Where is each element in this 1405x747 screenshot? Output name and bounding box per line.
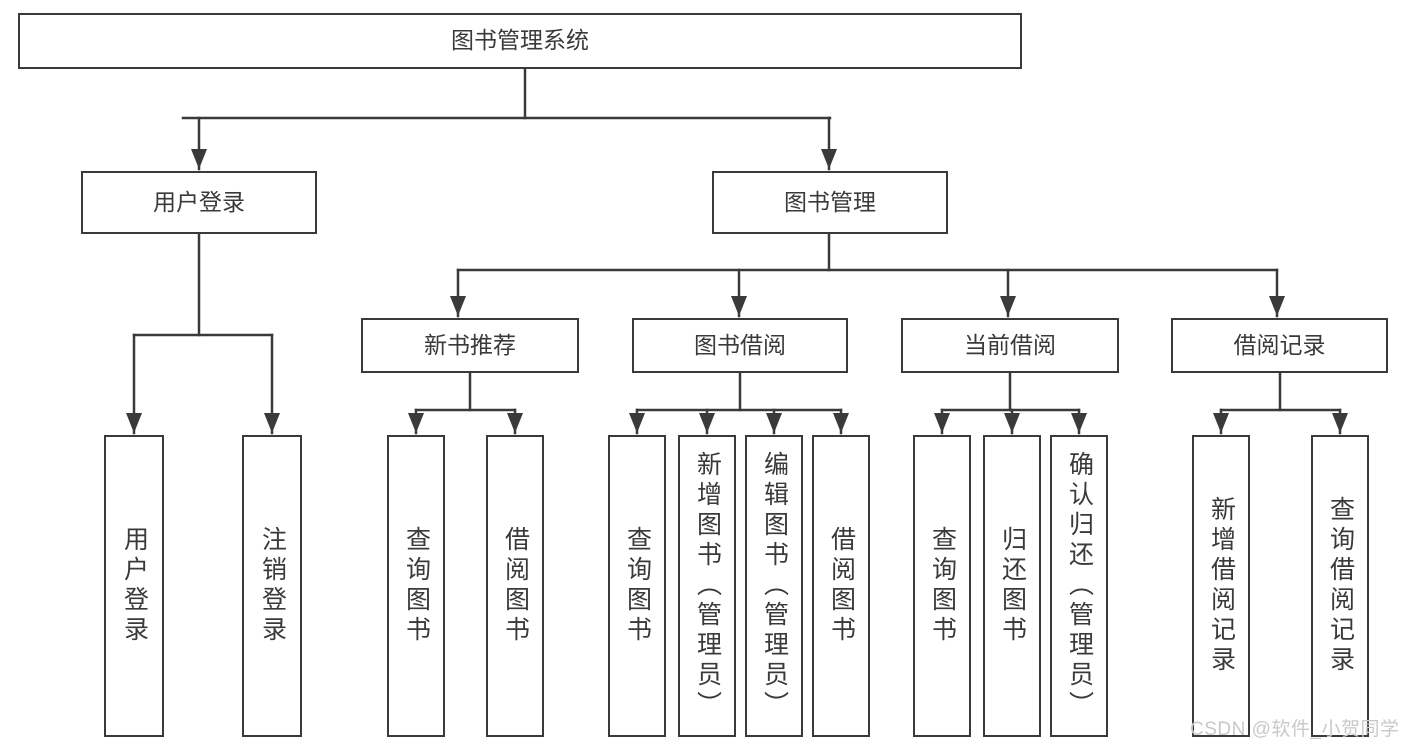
- node-leaf-query-borrow-record[interactable]: 查询借阅记录: [1311, 435, 1369, 737]
- arrowhead-borrow-record-children-0: [1213, 413, 1229, 433]
- arrowhead-root-to-level1-0: [191, 149, 207, 169]
- arrowhead-current-borrow-children-1: [1004, 413, 1020, 433]
- node-label: 注销登录: [258, 526, 287, 646]
- node-borrow-record[interactable]: 借阅记录: [1171, 318, 1388, 373]
- node-leaf-logout[interactable]: 注销登录: [242, 435, 302, 737]
- arrowhead-current-borrow-children-2: [1071, 413, 1087, 433]
- arrowhead-current-borrow-children-0: [934, 413, 950, 433]
- node-leaf-add-book[interactable]: 新增图书（管理员）: [678, 435, 736, 737]
- arrowhead-book-manage-children-3: [1269, 296, 1285, 316]
- node-label: 编辑图书（管理员）: [760, 451, 789, 721]
- node-book-borrow[interactable]: 图书借阅: [632, 318, 848, 373]
- node-root[interactable]: 图书管理系统: [18, 13, 1022, 69]
- node-label: 查询图书: [402, 526, 431, 646]
- node-leaf-query-book-current[interactable]: 查询图书: [913, 435, 971, 737]
- arrowhead-book-borrow-children-3: [833, 413, 849, 433]
- node-leaf-borrow-book-new[interactable]: 借阅图书: [486, 435, 544, 737]
- arrowhead-user-login-children-0: [126, 413, 142, 433]
- arrowhead-root-to-level1-1: [821, 149, 837, 169]
- arrowhead-borrow-record-children-1: [1332, 413, 1348, 433]
- node-leaf-borrow-book[interactable]: 借阅图书: [812, 435, 870, 737]
- node-leaf-user-login[interactable]: 用户登录: [104, 435, 164, 737]
- node-label: 借阅记录: [1233, 331, 1326, 358]
- node-label: 图书借阅: [694, 331, 786, 358]
- node-label: 图书管理: [784, 188, 876, 215]
- arrowhead-user-login-children-1: [264, 413, 280, 433]
- node-label: 新增借阅记录: [1207, 496, 1236, 676]
- node-label: 新书推荐: [424, 331, 516, 358]
- arrowhead-book-borrow-children-1: [699, 413, 715, 433]
- node-label: 图书管理系统: [451, 27, 589, 54]
- node-book-manage[interactable]: 图书管理: [712, 171, 948, 234]
- arrowhead-book-manage-children-1: [731, 296, 747, 316]
- arrowhead-book-manage-children-0: [450, 296, 466, 316]
- node-new-book-recommend[interactable]: 新书推荐: [361, 318, 579, 373]
- node-leaf-confirm-return[interactable]: 确认归还（管理员）: [1050, 435, 1108, 737]
- node-label: 新增图书（管理员）: [693, 451, 722, 721]
- node-leaf-edit-book[interactable]: 编辑图书（管理员）: [745, 435, 803, 737]
- node-label: 用户登录: [120, 526, 149, 646]
- node-label: 查询借阅记录: [1326, 496, 1355, 676]
- node-label: 确认归还（管理员）: [1065, 451, 1094, 721]
- arrowhead-book-borrow-children-2: [766, 413, 782, 433]
- arrowhead-book-manage-children-2: [1000, 296, 1016, 316]
- node-label: 查询图书: [623, 526, 652, 646]
- node-label: 借阅图书: [501, 526, 530, 646]
- node-label: 归还图书: [998, 526, 1027, 646]
- arrowhead-new-book-recommend-children-1: [507, 413, 523, 433]
- node-label: 用户登录: [153, 188, 245, 215]
- node-label: 借阅图书: [827, 526, 856, 646]
- node-leaf-query-book-borrow[interactable]: 查询图书: [608, 435, 666, 737]
- node-current-borrow[interactable]: 当前借阅: [901, 318, 1119, 373]
- node-user-login[interactable]: 用户登录: [81, 171, 317, 234]
- arrowhead-book-borrow-children-0: [629, 413, 645, 433]
- node-leaf-query-book-new[interactable]: 查询图书: [387, 435, 445, 737]
- node-label: 查询图书: [928, 526, 957, 646]
- node-leaf-add-borrow-record[interactable]: 新增借阅记录: [1192, 435, 1250, 737]
- node-leaf-return-book[interactable]: 归还图书: [983, 435, 1041, 737]
- arrowhead-new-book-recommend-children-0: [408, 413, 424, 433]
- node-label: 当前借阅: [964, 331, 1056, 358]
